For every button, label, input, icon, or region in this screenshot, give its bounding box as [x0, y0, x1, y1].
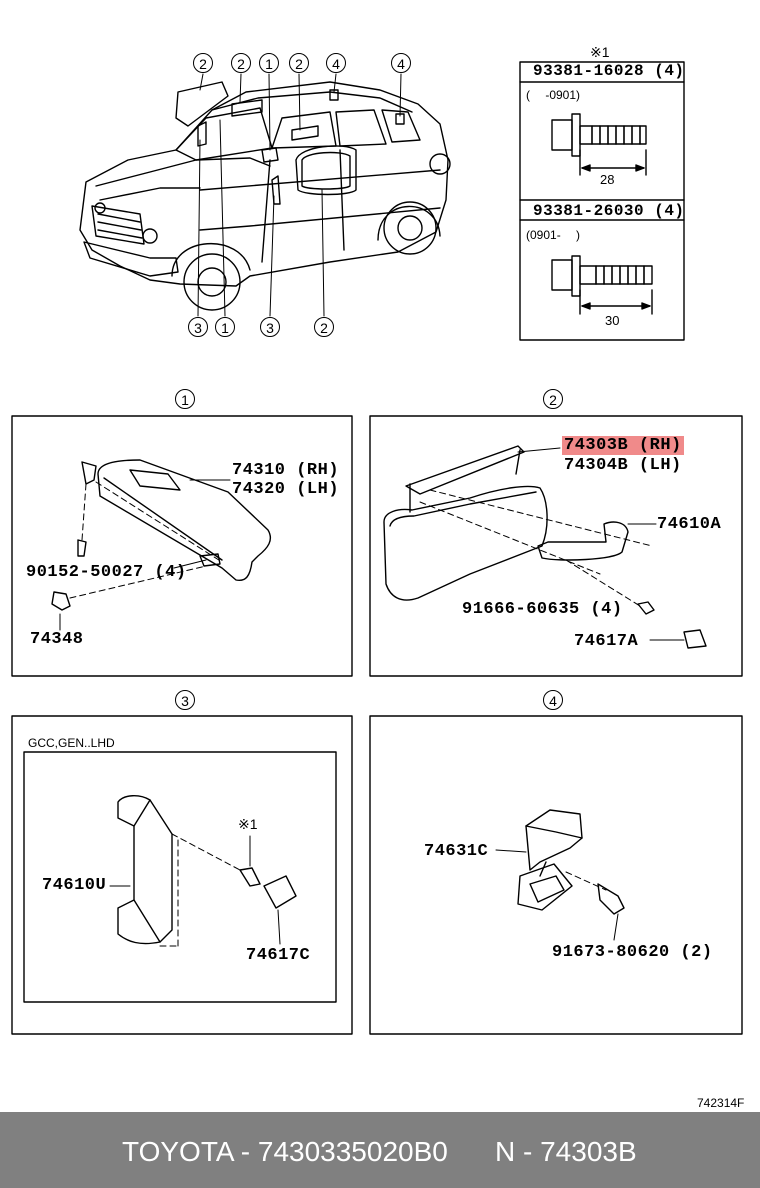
bolt-2-range: (0901- ): [526, 228, 581, 242]
section-2-cover: 74617A: [574, 632, 639, 651]
section-3-note: GCC,GEN..LHD: [28, 736, 115, 750]
bolt-1-range: ( -0901): [526, 88, 581, 102]
section-1-visor-rh: 74310 (RH): [232, 461, 340, 480]
footer-brand-part-number: TOYOTA - 7430335020B0: [122, 1136, 448, 1167]
vehicle-drawing: [79, 81, 451, 311]
bolt-1-length: 28: [600, 172, 615, 187]
diagram-code: 742314F: [697, 1096, 745, 1110]
footer-bar: [0, 1112, 760, 1188]
footer-reference: N - 74303B: [495, 1136, 637, 1167]
section-4-screw: 91673-80620 (2): [552, 943, 713, 962]
section-1-visor-drawing: [51, 459, 272, 631]
section-4-hook-drawing: [495, 809, 625, 941]
bolt-table-frame: [519, 61, 685, 341]
section-3-inner-frame: [23, 751, 337, 1003]
callout-bottom-2: 1: [215, 317, 235, 337]
callout-top-1: 2: [193, 53, 213, 73]
section-2-frame: [369, 415, 743, 677]
callout-top-6: 4: [391, 53, 411, 73]
vehicle-leader-lines: [197, 73, 402, 317]
bolt-2-length: 30: [605, 313, 620, 328]
callout-bottom-4: 2: [314, 317, 334, 337]
callout-bottom-1: 3: [188, 317, 208, 337]
bolt-1-part-number: 93381-16028 (4): [533, 62, 685, 80]
callout-top-5: 4: [326, 53, 346, 73]
section-4-frame: [369, 715, 743, 1035]
section-3-mark: ※1: [238, 816, 258, 832]
section-3-frame: [11, 715, 353, 1035]
bolt-2-drawing: [551, 255, 653, 315]
section-2-grip: 74610A: [657, 515, 722, 534]
section-1-frame: [11, 415, 353, 677]
section-3-cover: 74617C: [246, 946, 311, 965]
section-3-grip-drawing: [109, 795, 297, 947]
bolt-table-note-mark: ※1: [590, 44, 610, 60]
section-4-hook: 74631C: [424, 842, 489, 861]
section-3-callout: 3: [175, 690, 195, 710]
callout-top-3: 1: [259, 53, 279, 73]
callout-top-4: 2: [289, 53, 309, 73]
callout-top-2: 2: [231, 53, 251, 73]
section-1-screw: 90152-50027 (4): [26, 563, 187, 582]
section-4-callout: 4: [543, 690, 563, 710]
section-1-callout: 1: [175, 389, 195, 409]
section-2-visor-drawing: [383, 445, 707, 649]
section-2-screw: 91666-60635 (4): [462, 600, 623, 619]
bolt-2-part-number: 93381-26030 (4): [533, 202, 685, 220]
section-2-visor-rh: 74303B (RH): [562, 436, 684, 455]
highlighted-part-number: 74303B (RH): [562, 436, 684, 455]
section-1-holder: 74348: [30, 630, 84, 649]
section-3-grip: 74610U: [42, 876, 107, 895]
section-2-visor-lh: 74304B (LH): [564, 456, 682, 475]
section-1-visor-lh: 74320 (LH): [232, 480, 340, 499]
bolt-1-drawing: [551, 113, 647, 176]
callout-bottom-3: 3: [260, 317, 280, 337]
section-2-callout: 2: [543, 389, 563, 409]
